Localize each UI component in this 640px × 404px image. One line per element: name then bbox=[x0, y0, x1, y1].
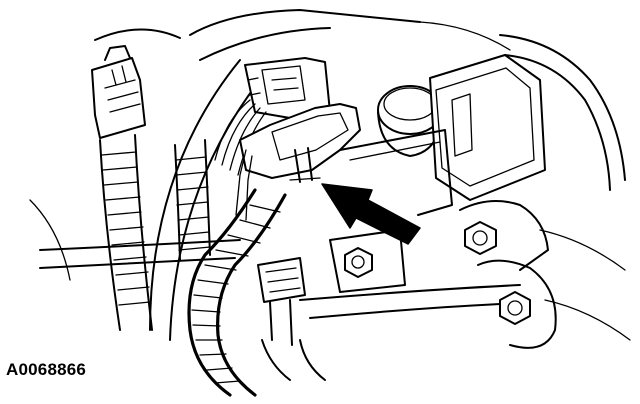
mounting-bracket bbox=[329, 129, 453, 293]
bolt-right-upper bbox=[464, 221, 497, 255]
figure-label: A0068866 bbox=[6, 360, 87, 379]
lower-tubes bbox=[29, 199, 521, 319]
right-bracket bbox=[459, 200, 631, 349]
left-conduit bbox=[99, 134, 153, 331]
center-conduit bbox=[174, 139, 211, 261]
left-connector bbox=[91, 45, 146, 139]
bolt-center bbox=[344, 247, 373, 278]
target-connector bbox=[235, 103, 361, 221]
bolt-right-lower bbox=[499, 291, 531, 325]
lower-conduit bbox=[187, 188, 287, 397]
wire-bundle-upper bbox=[214, 99, 267, 176]
lower-connector bbox=[257, 257, 326, 381]
background-housing bbox=[94, 9, 626, 341]
control-module bbox=[429, 54, 546, 201]
pointer-arrow bbox=[321, 183, 421, 245]
